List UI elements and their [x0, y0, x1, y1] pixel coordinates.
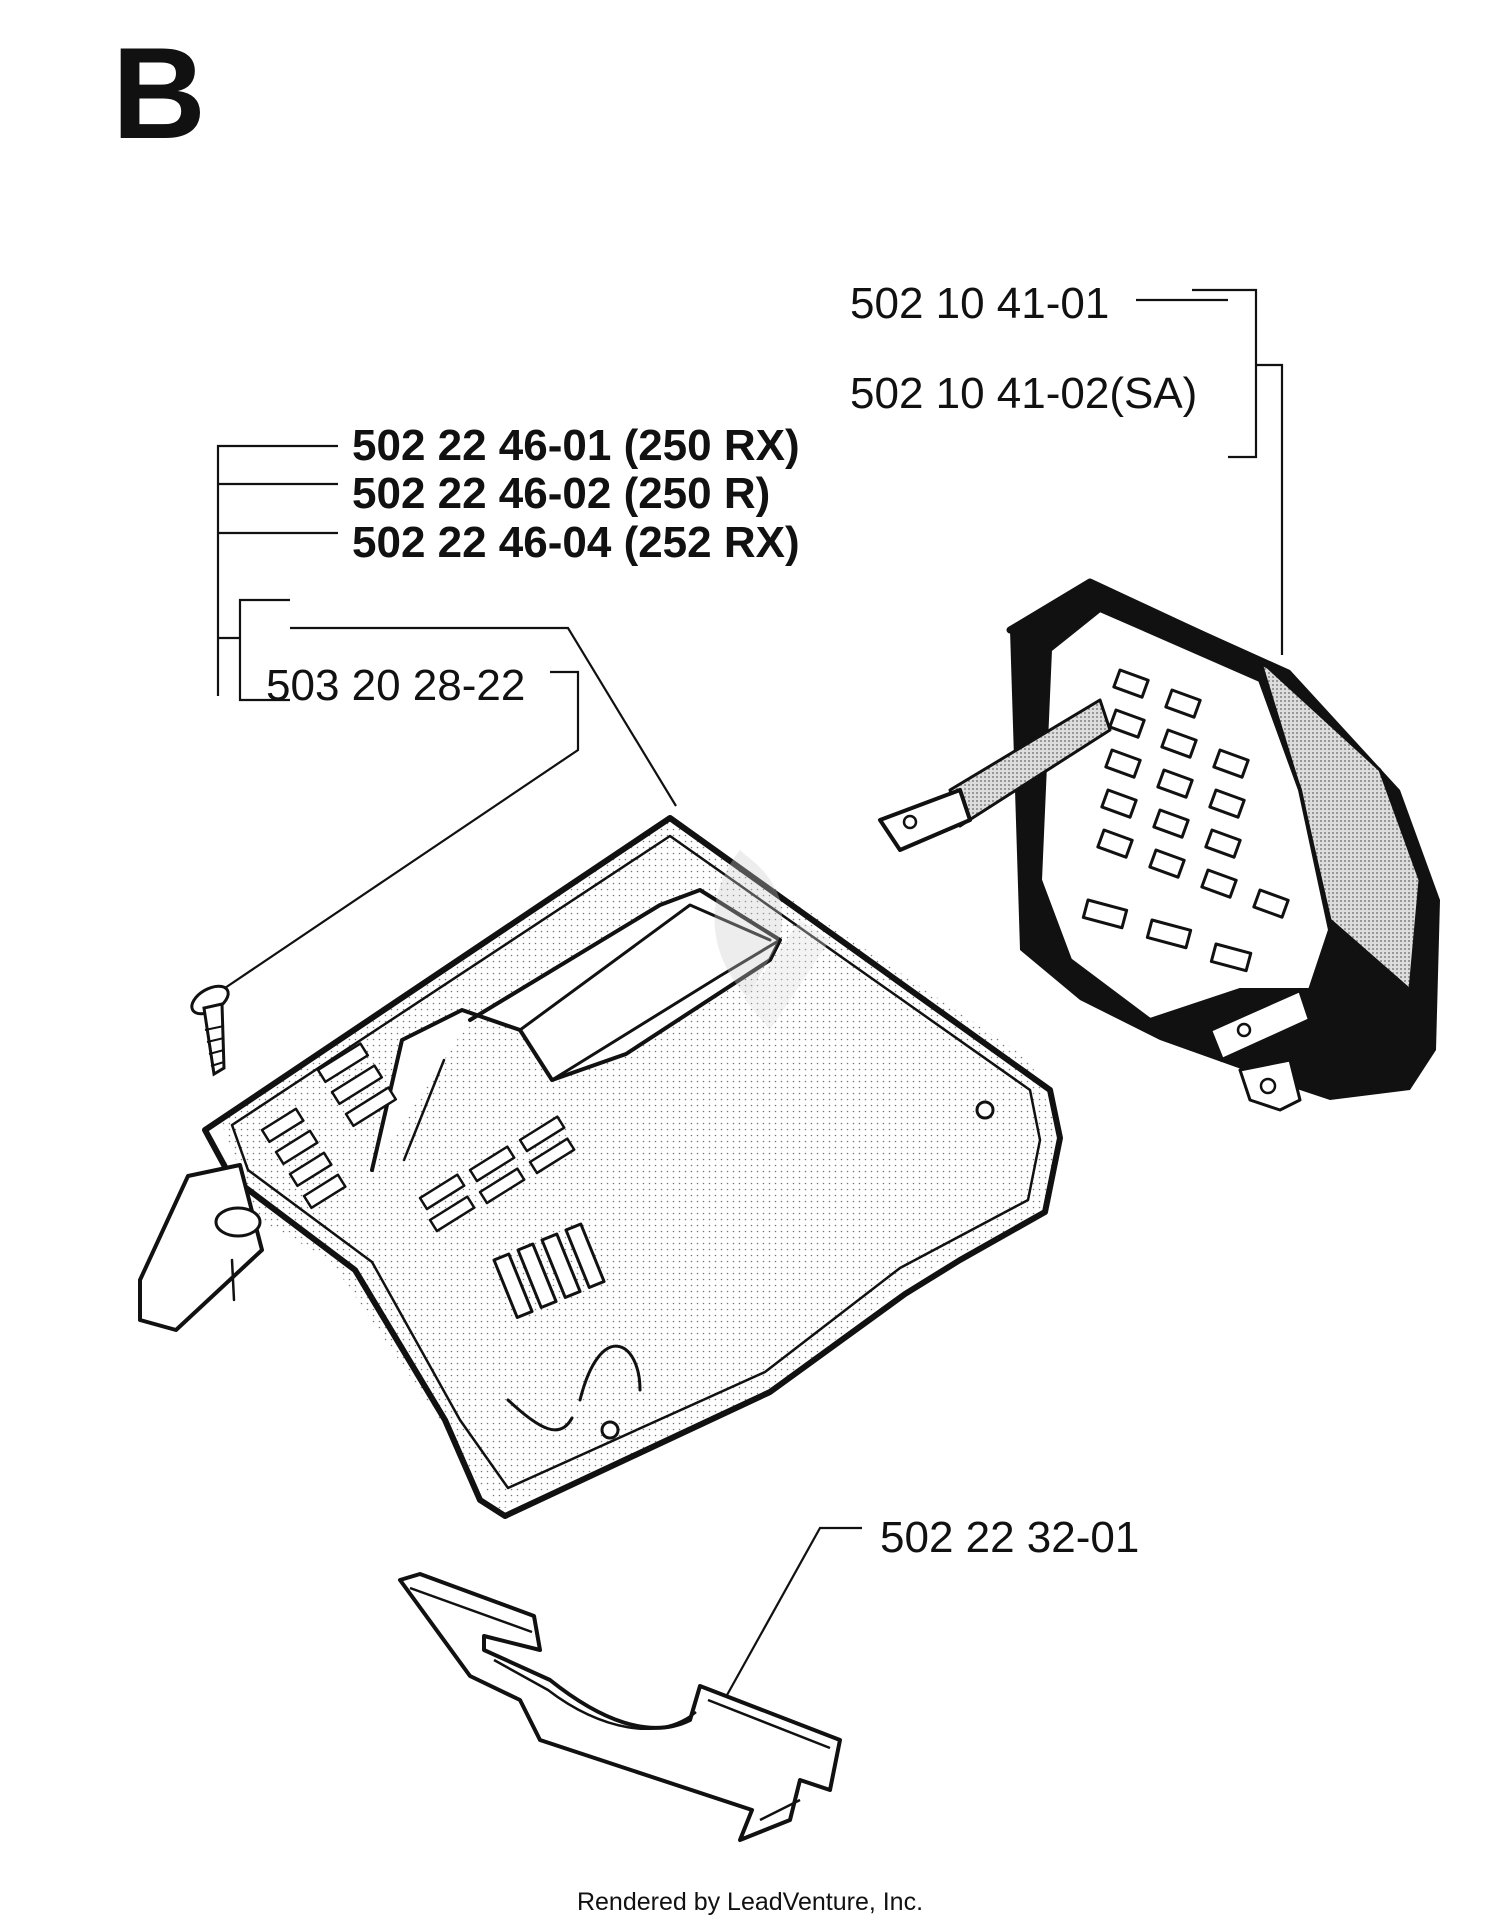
part-number-screw[interactable]: 503 20 28-22	[266, 661, 526, 710]
cover-side-slots	[492, 1222, 606, 1319]
leader-plate	[711, 1526, 862, 1723]
cover-vent-slots	[260, 1042, 576, 1233]
air-filter-cover-part	[878, 578, 1440, 1112]
bracket-air-filter	[1192, 288, 1258, 459]
part-number-air-filter-cover-b[interactable]: 502 10 41-02(SA)	[850, 369, 1198, 418]
part-number-cylinder-cover-250r[interactable]: 502 22 46-02 (250 R)	[352, 469, 771, 518]
leader-cylinder-to-part	[218, 598, 677, 807]
leader-air-filter-b	[1256, 363, 1284, 655]
plate-part	[398, 1572, 842, 1842]
part-number-cylinder-cover-252rx[interactable]: 502 22 46-04 (252 RX)	[352, 518, 800, 567]
section-letter: B	[112, 20, 206, 166]
bracket-cylinder-cover	[216, 444, 338, 696]
screw-part	[190, 984, 230, 1077]
part-number-plate[interactable]: 502 22 32-01	[880, 1513, 1140, 1562]
part-number-cylinder-cover-250rx[interactable]: 502 22 46-01 (250 RX)	[352, 421, 800, 470]
leader-screw	[221, 670, 580, 991]
watermark	[714, 850, 830, 1030]
air-filter-grille	[1081, 668, 1290, 973]
cylinder-cover-part	[138, 815, 1063, 1519]
part-number-air-filter-cover-a[interactable]: 502 10 41-01	[850, 279, 1110, 328]
footer-credit: Rendered by LeadVenture, Inc.	[576, 1888, 924, 1916]
leader-lines	[216, 288, 1284, 1723]
